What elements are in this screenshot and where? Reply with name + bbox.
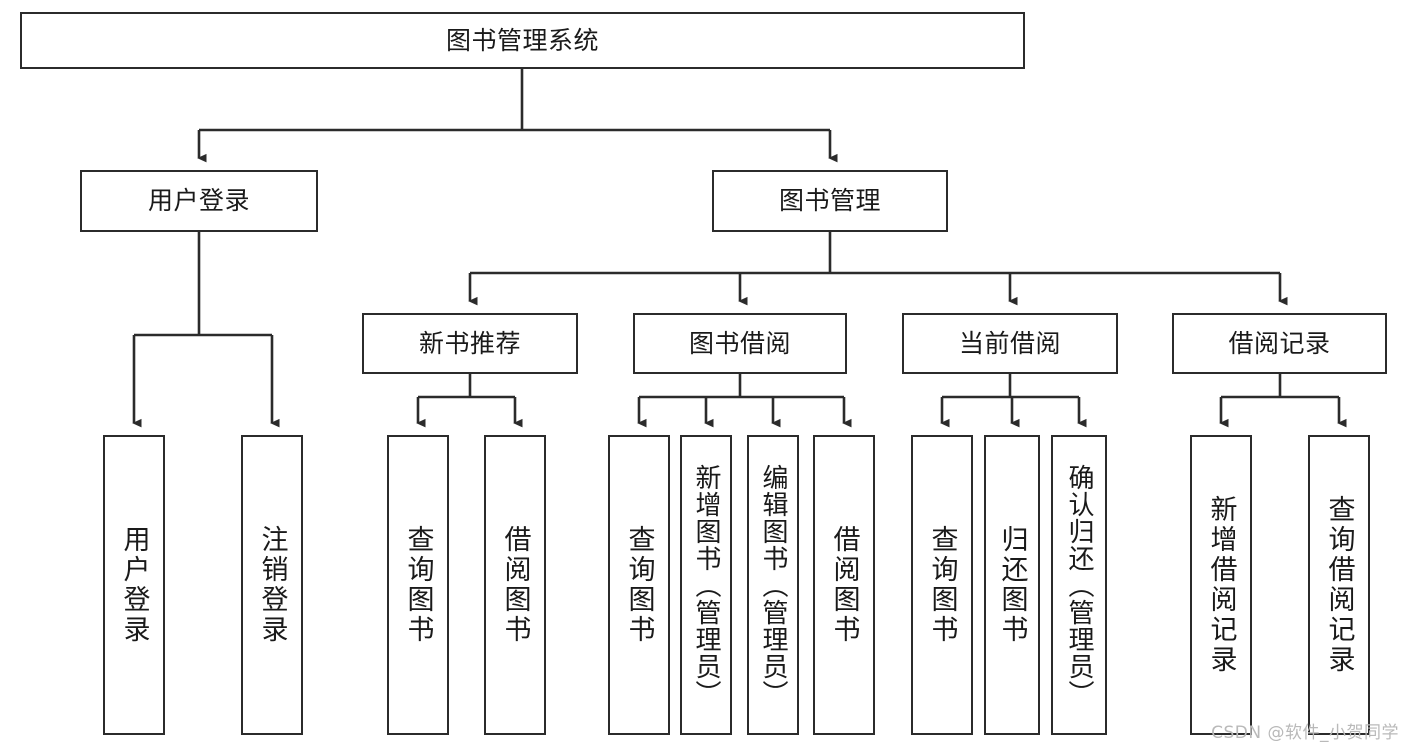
node-leaf-borrow-book-2[interactable]: 借阅图书 [813,435,875,735]
node-leaf-add-book-admin[interactable]: 新增图书（管理员） [680,435,732,735]
node-leaf-logout-label: 注销登录 [256,525,288,645]
node-leaf-return-book-label: 归还图书 [996,525,1028,645]
node-root[interactable]: 图书管理系统 [20,12,1025,69]
node-leaf-borrow-book-2-label: 借阅图书 [828,525,860,645]
node-leaf-query-borrow-record[interactable]: 查询借阅记录 [1308,435,1370,735]
node-leaf-query-book-3-label: 查询图书 [926,525,958,645]
node-borrow-record-label: 借阅记录 [1228,328,1331,358]
node-leaf-borrow-book-1-label: 借阅图书 [499,525,531,645]
node-book-borrow[interactable]: 图书借阅 [633,313,847,374]
node-new-book-recommend[interactable]: 新书推荐 [362,313,578,374]
node-user-login-label: 用户登录 [147,186,250,216]
node-book-manage[interactable]: 图书管理 [712,170,948,232]
csdn-watermark: CSDN @软件_小贺同学 [1211,723,1399,743]
node-user-login[interactable]: 用户登录 [80,170,318,232]
node-leaf-return-book[interactable]: 归还图书 [984,435,1040,735]
node-leaf-edit-book-admin[interactable]: 编辑图书（管理员） [747,435,799,735]
node-leaf-add-borrow-record[interactable]: 新增借阅记录 [1190,435,1252,735]
node-leaf-query-book-2[interactable]: 查询图书 [608,435,670,735]
node-current-borrow-label: 当前借阅 [958,328,1061,358]
node-leaf-edit-book-admin-label: 编辑图书（管理员） [758,463,788,707]
node-leaf-query-book-1-label: 查询图书 [402,525,434,645]
node-leaf-add-borrow-record-label: 新增借阅记录 [1205,495,1237,675]
node-book-manage-label: 图书管理 [778,186,881,216]
node-leaf-confirm-return-admin-label: 确认归还（管理员） [1064,463,1094,707]
node-borrow-record[interactable]: 借阅记录 [1172,313,1387,374]
node-book-borrow-label: 图书借阅 [688,328,791,358]
node-leaf-query-book-2-label: 查询图书 [623,525,655,645]
node-leaf-query-book-1[interactable]: 查询图书 [387,435,449,735]
node-leaf-query-borrow-record-label: 查询借阅记录 [1323,495,1355,675]
node-leaf-logout[interactable]: 注销登录 [241,435,303,735]
node-leaf-query-book-3[interactable]: 查询图书 [911,435,973,735]
node-current-borrow[interactable]: 当前借阅 [902,313,1118,374]
node-leaf-confirm-return-admin[interactable]: 确认归还（管理员） [1051,435,1107,735]
node-leaf-borrow-book-1[interactable]: 借阅图书 [484,435,546,735]
node-new-book-recommend-label: 新书推荐 [418,328,521,358]
node-leaf-user-login[interactable]: 用户登录 [103,435,165,735]
node-leaf-add-book-admin-label: 新增图书（管理员） [691,463,721,707]
node-root-label: 图书管理系统 [445,25,599,55]
node-leaf-user-login-label: 用户登录 [118,525,150,645]
